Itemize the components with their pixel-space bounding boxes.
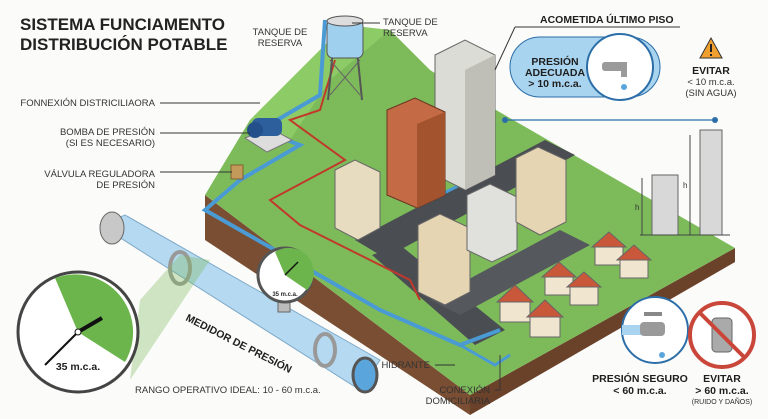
gauge-large-value: 35 m.c.a.: [56, 361, 100, 373]
building-d: [515, 146, 567, 236]
pump-label-1: BOMBA DE PRESIÓN: [60, 127, 155, 138]
buildings: [334, 39, 653, 338]
tank-left-label-1: TANQUE DE: [253, 27, 308, 38]
faucet-icon: [621, 296, 689, 364]
adequate-pressure-bubble: [494, 26, 680, 101]
soil-right-face: [470, 248, 735, 415]
tank-left-label-2: RESERVA: [258, 38, 303, 49]
gauge-small-value: 35 m.c.a.: [272, 292, 298, 298]
valve-label-2: DE PRESIÓN: [96, 180, 155, 191]
leader-lines: [160, 22, 501, 391]
road-right: [430, 230, 590, 315]
pump: [243, 118, 294, 153]
building-a: [334, 159, 381, 241]
gauge-small: [256, 246, 314, 313]
avoid-low-line-1: EVITAR: [692, 65, 730, 77]
supply-pipe: [201, 19, 501, 348]
building-c: [466, 183, 518, 263]
tower-small-icon: [651, 174, 679, 236]
warning-icon: [699, 36, 723, 59]
gauge-large: [16, 270, 140, 394]
height-label-tall: h: [683, 181, 687, 190]
building-brick: [386, 97, 446, 209]
height-diagram: [502, 117, 730, 236]
building-b: [417, 213, 471, 306]
top-floor-label: ACOMETIDA ÚLTIMO PISO: [540, 13, 674, 26]
avoid-high-line-1: EVITAR: [703, 373, 741, 385]
avoid-high-line-2: > 60 m.c.a.: [695, 385, 748, 397]
water-tower: [326, 15, 364, 101]
adequate-line-1: PRESIÓN: [531, 55, 578, 68]
avoid-low-line-2: < 10 m.c.a.: [687, 77, 734, 88]
hydrant-label: HIDRANTE: [381, 360, 430, 371]
house-conn-label-2: DOMICILIARIA: [426, 396, 491, 407]
avoid-low-line-3: (SIN AGUA): [685, 88, 736, 99]
tower-tall-icon: [699, 129, 723, 236]
range-label: RANGO OPERATIVO IDEAL: 10 - 60 m.c.a.: [135, 385, 321, 396]
adequate-line-3: > 10 m.c.a.: [528, 78, 581, 90]
tank-right-label-2: RESERVA: [383, 28, 428, 39]
safe-line-1: PRESIÓN SEGURO: [592, 372, 688, 385]
valve: [230, 164, 244, 180]
height-label-small: h: [635, 203, 639, 212]
pressure-pipe: [98, 211, 381, 394]
avoid-high-line-3: (RUIDO Y DAÑOS): [692, 397, 752, 406]
prohibited-valve-icon: [688, 301, 756, 369]
title-line-2: DISTRIBUCIÓN POTABLE: [20, 35, 227, 54]
house-conn-pipe: [459, 343, 511, 367]
pump-label-2: (SI ES NECESARIO): [66, 138, 155, 149]
title-line-1: SISTEMA FUNCIAMENTO: [20, 15, 225, 34]
valve-label-1: VÁLVULA REGULADORA: [44, 169, 155, 180]
red-pipe: [268, 59, 421, 301]
houses: [495, 231, 653, 338]
safe-line-2: < 60 m.c.a.: [613, 385, 666, 397]
connection-label: FONNEXIÓN DISTRICILIAORA: [20, 98, 155, 109]
adequate-line-2: ADECUADA: [525, 67, 586, 79]
house-conn-label-1: CONEXIÓN: [439, 385, 490, 396]
tank-right-label-1: TANQUE DE: [383, 17, 438, 28]
